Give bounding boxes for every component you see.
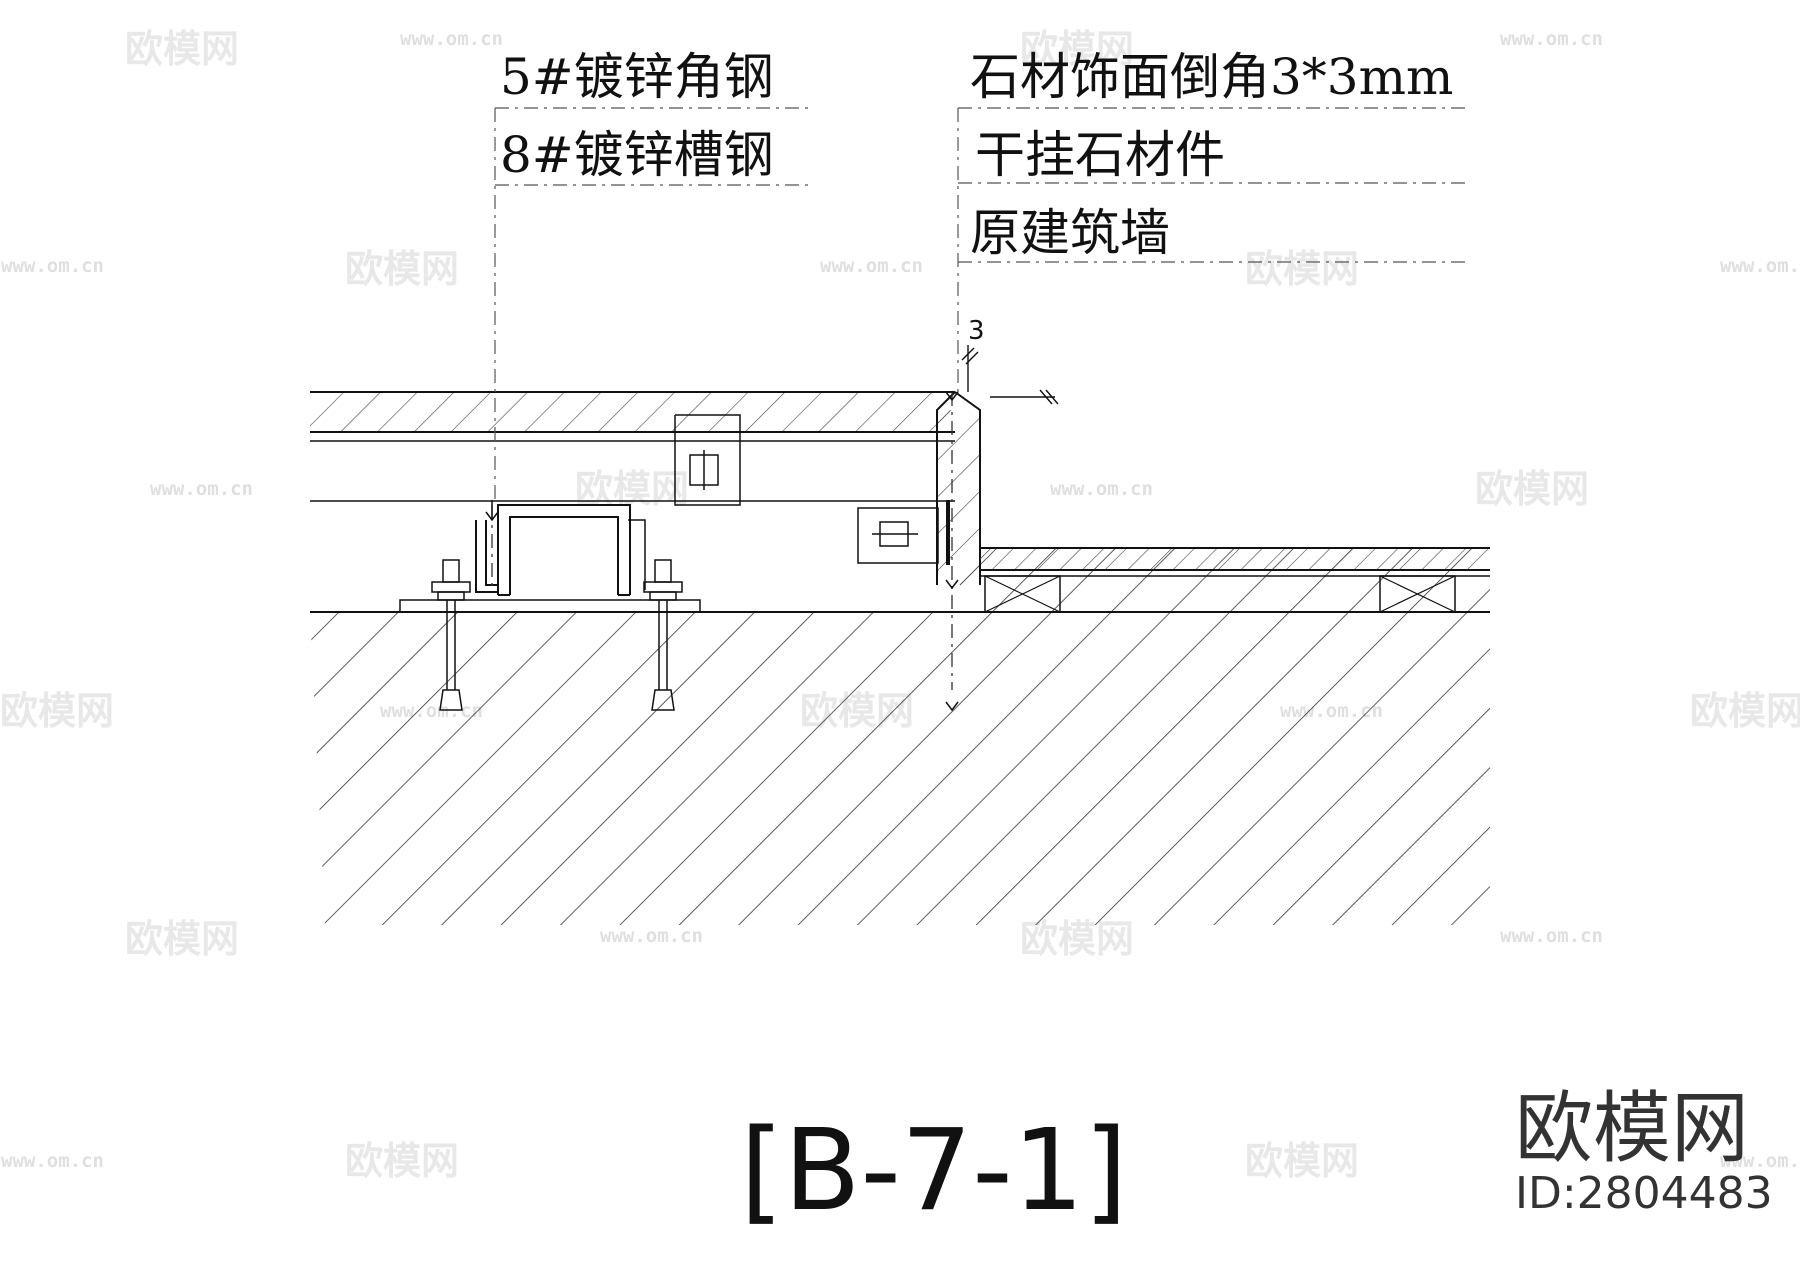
- anchor-bolt-left: [431, 559, 471, 711]
- drawing-title: [B-7-1]: [740, 1106, 1128, 1236]
- watermark-url: www.om.cn: [1500, 925, 1603, 947]
- stone-panel-vertical: [936, 391, 981, 690]
- watermark-text: 欧模网: [125, 917, 240, 961]
- brand-logo-text: 欧模网: [1515, 1084, 1750, 1174]
- angle-steel: [475, 505, 498, 593]
- watermark-text: 欧模网: [1020, 27, 1135, 71]
- hanging-clip-side: [857, 507, 939, 564]
- leader-lines: [494, 107, 1470, 505]
- brand-id: ID:2804483: [1515, 1168, 1773, 1219]
- watermark-url: www.om.cn: [1720, 1150, 1800, 1172]
- watermark-text: 欧模网: [345, 1139, 460, 1183]
- watermark-text: 欧模网: [1690, 689, 1800, 733]
- hanging-clip-top: [674, 414, 741, 506]
- watermark-url: www.om.cn: [150, 478, 253, 500]
- base-plate: [399, 599, 701, 612]
- label-original-wall: 原建筑墙: [970, 204, 1170, 262]
- watermark-url: www.om.cn: [1050, 478, 1153, 500]
- watermark-text: 欧模网: [575, 467, 690, 511]
- label-channel-steel: 8#镀锌槽钢: [500, 126, 774, 184]
- watermark-text: 欧模网: [1245, 247, 1360, 291]
- watermark-text: 欧模网: [125, 27, 240, 71]
- label-stone-chamfer: 石材饰面倒角3*3mm: [970, 48, 1454, 106]
- watermark-text: 欧模网: [1245, 1139, 1360, 1183]
- floor-stone-right: [980, 547, 1490, 613]
- watermark-url: www.om.cn: [1720, 255, 1800, 277]
- anchor-bolt-right: [643, 559, 683, 711]
- watermark-url: www.om.cn: [1, 1150, 104, 1172]
- watermark-text: 欧模网: [345, 247, 460, 291]
- watermark-text: 欧模网: [1475, 467, 1590, 511]
- watermark-url: www.om.cn: [1500, 28, 1603, 50]
- stone-slab-top: [310, 391, 955, 502]
- watermark-url: www.om.cn: [1, 255, 104, 277]
- watermark-url: www.om.cn: [820, 255, 923, 277]
- watermark-url: www.om.cn: [600, 925, 703, 947]
- watermark-url: www.om.cn: [400, 28, 503, 50]
- dimension-value: 3: [968, 316, 985, 346]
- chamfer-dimension: [961, 345, 1059, 405]
- channel-steel: [497, 504, 646, 596]
- label-angle-steel: 5#镀锌角钢: [500, 48, 774, 106]
- watermark-text: 欧模网: [0, 689, 115, 733]
- section-arrows: [485, 391, 959, 712]
- label-hanging-part: 干挂石材件: [975, 126, 1225, 184]
